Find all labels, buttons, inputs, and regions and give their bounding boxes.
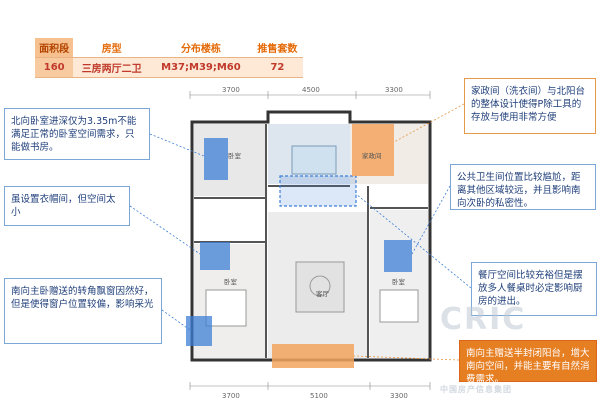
highlight-north-bedroom bbox=[204, 138, 228, 180]
summary-data-row: 160 三房两厅二卫 M37;M39;M60 72 bbox=[35, 57, 303, 78]
header-units: 推售套数 bbox=[251, 38, 303, 58]
room-label-laundry: 家政间 bbox=[362, 151, 382, 160]
header-layout: 房型 bbox=[73, 38, 151, 58]
highlight-dining bbox=[279, 175, 357, 207]
header-buildings: 分布楼栋 bbox=[150, 38, 252, 58]
cell-units: 72 bbox=[251, 57, 303, 78]
dimension-top: 3700 4500 3300 bbox=[189, 86, 431, 99]
highlight-south-terrace bbox=[272, 344, 354, 368]
coffee-table bbox=[309, 275, 331, 297]
cell-area: 160 bbox=[35, 57, 74, 78]
highlight-public-bath bbox=[384, 240, 412, 272]
leader-lines-orange bbox=[353, 103, 465, 361]
highlight-bay-window bbox=[186, 316, 212, 346]
highlight-wardrobe bbox=[200, 242, 230, 270]
dining-table bbox=[291, 145, 337, 175]
highlight-laundry bbox=[352, 124, 394, 176]
cell-buildings: M37;M39;M60 bbox=[150, 57, 252, 78]
master-bed bbox=[205, 289, 247, 327]
dim-bottom-3: 3300 bbox=[390, 392, 408, 400]
leader-lines bbox=[129, 133, 472, 331]
room-label-north-bedroom: 卧室 bbox=[228, 151, 242, 160]
room-label-living: 客厅 bbox=[316, 289, 330, 298]
secondary-bed bbox=[379, 289, 419, 323]
cell-layout: 三房两厅二卫 bbox=[73, 57, 151, 78]
callout-south-terrace: 南向主赠送半封闭阳台，增大南向空间，并能主要有自然消费需求。 bbox=[459, 340, 597, 385]
dim-top-3: 3300 bbox=[385, 86, 403, 94]
summary-header-row: 面积段 房型 分布楼栋 推售套数 bbox=[35, 38, 303, 58]
header-area: 面积段 bbox=[35, 38, 74, 58]
room-label-second: 卧室 bbox=[392, 277, 406, 286]
callout-wardrobe: 虽设置衣帽间，但空间太小 bbox=[4, 186, 130, 226]
callout-laundry: 家政间（洗衣间）与北阳台的整体设计使得P除工具的存放与使用非常方便 bbox=[464, 78, 596, 134]
room-label-master: 卧室 bbox=[224, 277, 238, 286]
callout-north-bedroom: 北向卧室进深仅为3.35m不能满足正常的卧室空间需求，只能做书房。 bbox=[4, 108, 150, 160]
callout-master-bay: 南向主卧赠送的转角飘窗因然好，但是使得窗户位置较偏，影响采光 bbox=[4, 278, 162, 344]
summary-table: 面积段 房型 分布楼栋 推售套数 160 三房两厅二卫 M37;M39;M60 … bbox=[35, 38, 303, 78]
watermark-logo: CRIC bbox=[440, 302, 527, 337]
walls bbox=[190, 110, 432, 362]
dim-top-1: 3700 bbox=[222, 86, 240, 94]
dim-bottom-2: 5100 bbox=[310, 392, 328, 400]
dimension-bottom: 3700 5100 3300 bbox=[189, 382, 431, 400]
sofa bbox=[295, 261, 345, 313]
dim-top-2: 4500 bbox=[302, 86, 320, 94]
callout-dining: 餐厅空间比较充裕但是摆放多人餐桌时必定影响厨房的进出。 bbox=[471, 262, 597, 316]
watermark-subtitle: 中国房产信息集团 bbox=[440, 385, 512, 394]
dim-bottom-1: 3700 bbox=[222, 392, 240, 400]
callout-public-bath: 公共卫生间位置比较尴尬，距离其他区域较远，并且影响南向次卧的私密性。 bbox=[450, 164, 596, 210]
